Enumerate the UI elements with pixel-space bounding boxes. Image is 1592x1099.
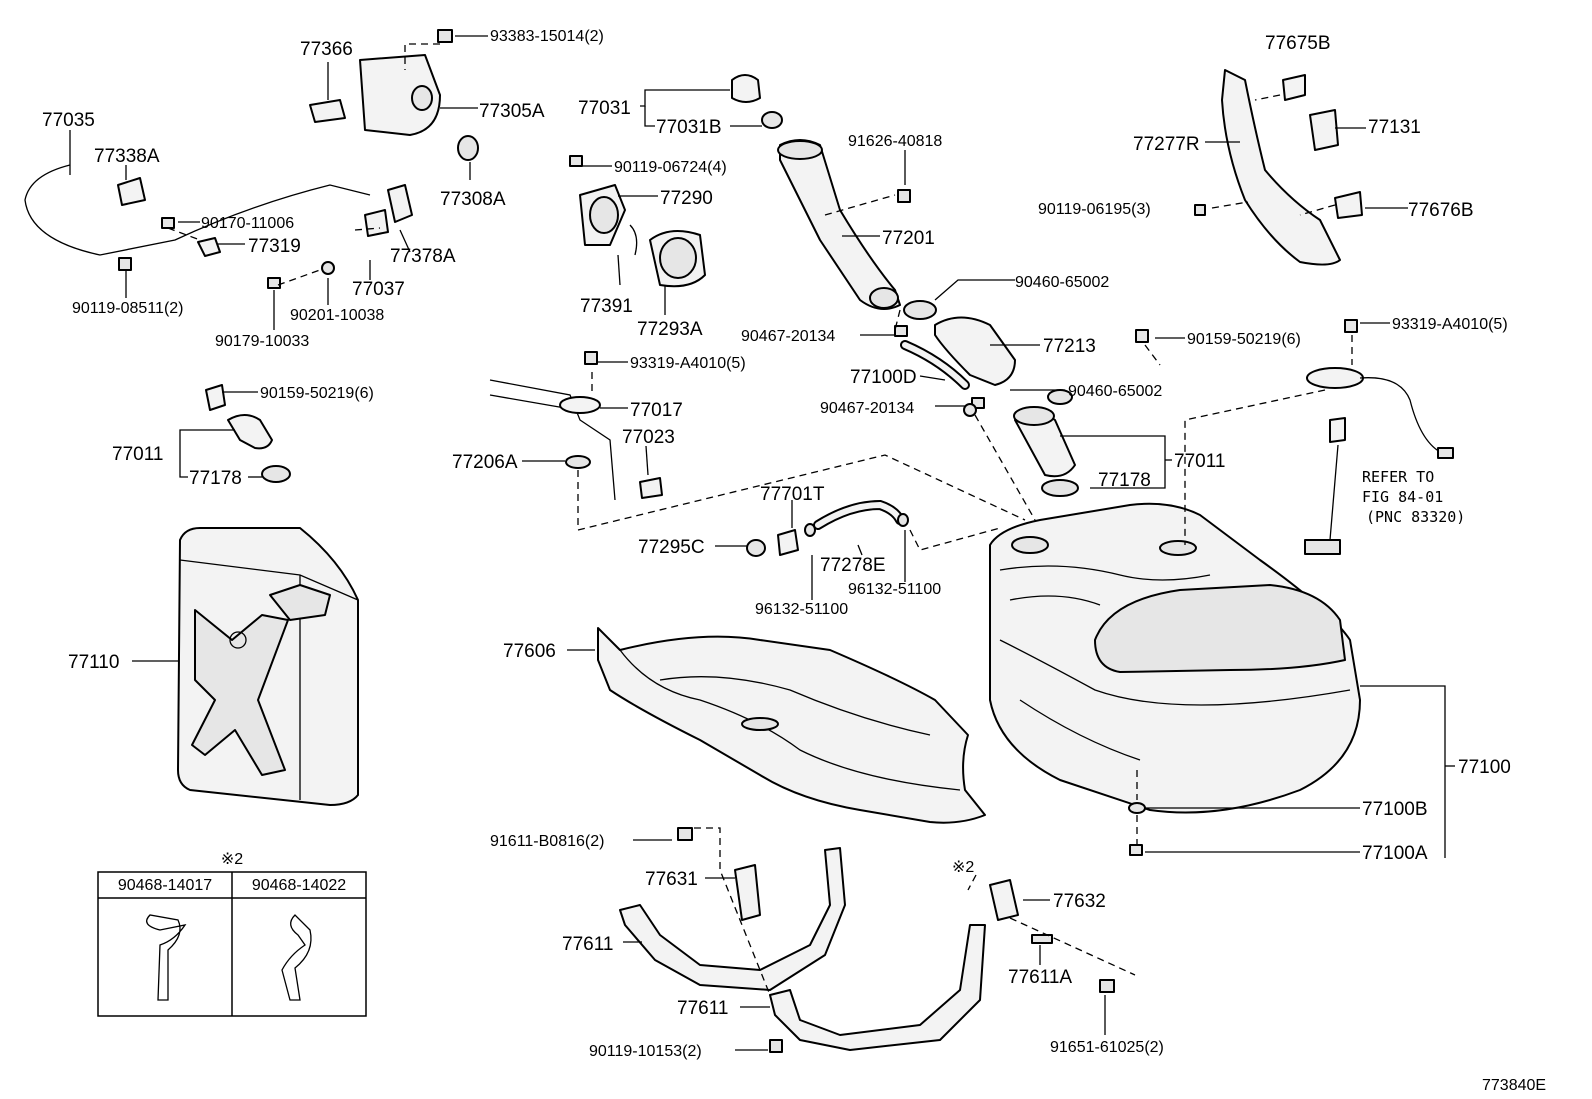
clip-inset-table: ※2 90468-14017 90468-14022 (97, 851, 367, 1017)
label-90119-08511: 90119-08511(2) (72, 300, 184, 317)
label-90119-06195: 90119-06195(3) (1038, 201, 1151, 218)
hinge-77366 (309, 99, 346, 123)
hose-77213 (903, 300, 1016, 386)
label-77178-left: 77178 (189, 468, 242, 489)
label-77035: 77035 (42, 110, 95, 131)
label-77611-a: 77611 (562, 934, 613, 955)
label-77037: 77037 (352, 279, 405, 300)
fuel-tank-bands (619, 847, 1019, 1051)
label-77100b: 77100B (1362, 799, 1428, 820)
sender-77017 (489, 379, 663, 501)
label-77701t: 77701T (760, 484, 825, 505)
inlet-pipe-77011-right (1013, 406, 1079, 497)
label-90159-50219-right: 90159-50219(6) (1187, 331, 1301, 348)
label-90460-65002-a: 90460-65002 (1015, 274, 1109, 291)
label-77631: 77631 (645, 869, 698, 890)
label-77100a: 77100A (1362, 843, 1428, 864)
label-77277r: 77277R (1133, 134, 1200, 155)
fuel-door-77305a (359, 54, 441, 136)
label-77632: 77632 (1053, 891, 1106, 912)
label-77391: 77391 (580, 296, 633, 317)
label-77611-b: 77611 (677, 998, 728, 1019)
label-91626-40818: 91626-40818 (848, 133, 942, 150)
filler-door-77290 (579, 184, 706, 288)
label-77305a: 77305A (479, 101, 545, 122)
label-note-2-b: ※2 (952, 859, 974, 876)
part-labels: 77366 93383-15014(2) 77305A 77308A 77035… (42, 28, 1546, 1094)
label-77031b: 77031B (656, 117, 722, 138)
label-90159-50219-left: 90159-50219(6) (260, 385, 374, 402)
label-77213: 77213 (1043, 336, 1096, 357)
label-90119-10153: 90119-10153(2) (589, 1043, 702, 1060)
vent-hose-77278e (813, 499, 905, 530)
label-90467-20134-a: 90467-20134 (741, 328, 835, 345)
label-96132-51100-b: 96132-51100 (848, 581, 941, 598)
clip-b-icon (281, 914, 312, 1001)
fasteners (118, 29, 1358, 1053)
label-90460-65002-b: 90460-65002 (1068, 383, 1162, 400)
cap-77031 (731, 74, 783, 129)
fuel-tank-77100 (989, 502, 1361, 814)
label-77178-right: 77178 (1098, 470, 1151, 491)
label-77675b: 77675B (1265, 33, 1331, 54)
label-77338a: 77338A (94, 146, 160, 167)
label-90467-20134-b: 90467-20134 (820, 400, 914, 417)
label-77293a: 77293A (637, 319, 703, 340)
label-90179-10033: 90179-10033 (215, 333, 309, 350)
label-77606: 77606 (503, 641, 556, 662)
heat-insulator-77277r (1221, 69, 1363, 266)
inset-note: ※2 (221, 851, 243, 868)
label-90201-10038: 90201-10038 (290, 307, 384, 324)
label-91651-61025: 91651-61025(2) (1050, 1039, 1164, 1056)
filler-pipe-77201 (777, 139, 901, 310)
label-77295c: 77295C (638, 537, 705, 558)
label-93319-a4010-right: 93319-A4010(5) (1392, 316, 1508, 333)
grommet-77308a (457, 135, 479, 161)
inset-col1-part: 90468-14017 (118, 877, 212, 894)
label-77131: 77131 (1368, 117, 1421, 138)
label-77023: 77023 (622, 427, 675, 448)
opener-cable-77035 (24, 164, 413, 257)
label-77366: 77366 (300, 39, 353, 60)
label-77378a: 77378A (390, 246, 456, 267)
label-77011-left: 77011 (112, 444, 163, 465)
protector-77606 (597, 627, 986, 824)
label-77031: 77031 (578, 98, 631, 119)
label-77676b: 77676B (1408, 200, 1474, 221)
refer-note-line2: FIG 84-01 (1362, 488, 1443, 506)
label-77308a: 77308A (440, 189, 506, 210)
leader-lines (69, 35, 1455, 1051)
label-77011-right: 77011 (1174, 451, 1225, 472)
label-91611-b0816: 91611-B0816(2) (490, 833, 604, 850)
figure-code: 773840E (1482, 1077, 1546, 1094)
label-77611a: 77611A (1008, 967, 1072, 988)
label-93319-a4010-mid: 93319-A4010(5) (630, 355, 746, 372)
label-77290: 77290 (660, 188, 713, 209)
sender-gauge-right (1304, 367, 1454, 555)
label-93383-15014: 93383-15014(2) (490, 28, 604, 45)
label-77206a: 77206A (452, 452, 518, 473)
refer-note-line3: (PNC 83320) (1366, 508, 1465, 526)
inlet-77011-left (205, 384, 291, 483)
label-90119-06724: 90119-06724(4) (614, 159, 727, 176)
label-77017: 77017 (630, 400, 683, 421)
jerry-can-77110 (177, 527, 359, 806)
label-77100d: 77100D (850, 367, 917, 388)
label-77110: 77110 (68, 652, 119, 673)
refer-note-line1: REFER TO (1362, 468, 1434, 486)
label-77319: 77319 (248, 236, 301, 257)
label-77100: 77100 (1458, 757, 1511, 778)
label-96132-51100-a: 96132-51100 (755, 601, 848, 618)
valve-77701t (746, 529, 799, 557)
label-77201: 77201 (882, 228, 935, 249)
label-77278e: 77278E (820, 555, 886, 576)
hose-77100d (900, 340, 970, 390)
clip-a-icon (146, 914, 187, 1001)
label-90170-11006: 90170-11006 (201, 215, 294, 232)
inset-col2-part: 90468-14022 (252, 877, 346, 894)
